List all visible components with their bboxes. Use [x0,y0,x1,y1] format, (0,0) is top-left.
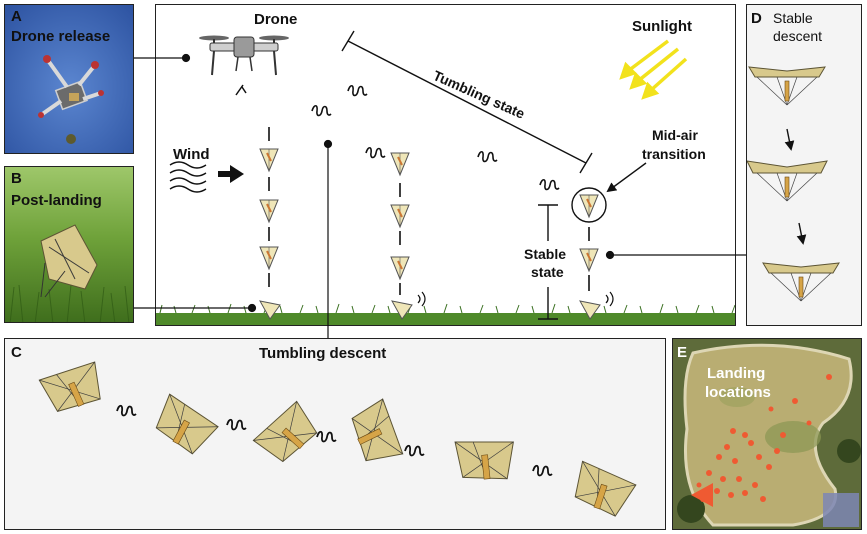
panel-b-letter: B [11,170,22,187]
landing-locations-map [673,339,861,529]
tumbling-glider-icon [149,393,222,460]
stable-descent-illustration [747,66,840,302]
tumbling-squiggle-icon [311,104,332,117]
midair-transition-arrow [606,162,647,193]
tumbling-squiggle-icon [365,146,386,159]
panel-d-letter: D [751,10,762,27]
tumbling-squiggle-icon [539,178,560,191]
stable-state-label-line2: state [531,264,564,280]
tumbling-state-bracket [341,30,593,174]
descent-column-3 [571,187,614,320]
panel-e-letter: E [677,344,688,361]
tumbling-squiggle-icon [347,84,368,97]
tumbling-squiggle-icon [532,464,553,477]
tumbling-descent-sequence [38,356,639,520]
panel-e-landing-locations: E Landing locations [672,338,862,530]
midair-transition-circle [571,187,607,223]
sunlight-rays-icon [619,39,688,100]
tumbling-squiggle-icon [116,404,137,417]
main-overview-diagram: Drone Sunlight Wind Tumbl [156,11,735,325]
wind-label: Wind [173,146,210,163]
tumbling-glider-icon [454,435,518,485]
panel-b-title: Post-landing [11,192,102,209]
panel-c-letter: C [11,344,22,361]
main-overview-panel: Drone Sunlight Wind Tumbl [155,4,736,326]
wind-arrow-icon [218,165,244,183]
grass-ground [156,303,735,325]
midair-transition-label-line2: transition [642,146,706,162]
descent-column-1 [259,127,281,320]
panel-a-title: Drone release [11,28,111,45]
tumbling-glider-icon [252,396,324,470]
landed-glider-icon [40,224,98,298]
stable-state-label-line1: Stable [524,246,566,262]
panel-d-title-line2: descent [773,28,823,44]
panel-c-title: Tumbling descent [259,345,387,362]
stable-glider-icon [747,160,828,202]
landing-points [691,374,832,507]
tumbling-glider-icon [344,398,409,471]
tumbling-squiggle-icon [316,430,337,443]
wind-icon [169,161,207,193]
panel-a-letter: A [11,8,22,25]
midair-transition-label-line1: Mid-air [652,127,698,143]
drone-label: Drone [254,11,297,28]
tumbling-squiggle-icon [404,444,425,457]
panel-d-title-line1: Stable [773,10,813,26]
panel-b-post-landing: B Post-landing [4,166,134,323]
tumbling-glider-icon [38,356,110,419]
panel-e-title-line2: locations [705,384,771,401]
descent-column-2 [390,152,426,320]
panel-c-tumbling-descent: C Tumbling descent [4,338,666,530]
tumbling-glider-icon [569,460,639,520]
stable-glider-icon [748,66,826,106]
post-landing-photo [5,167,133,322]
drone-release-photo [5,5,133,153]
stable-state-bracket [538,204,558,320]
drone-icon [199,35,289,96]
stable-glider-icon [762,262,840,302]
tumbling-squiggle-icon [477,150,498,163]
sunlight-label: Sunlight [632,18,692,35]
panel-a-drone-release: A Drone release [4,4,134,154]
released-drone-icon [38,55,104,118]
released-glider-icon [66,134,76,144]
panel-d-stable-descent: D Stable descent [746,4,862,326]
panel-e-title-line1: Landing [707,365,766,382]
tumbling-state-label: Tumbling state [431,67,528,122]
tumbling-squiggle-icon [226,418,247,431]
